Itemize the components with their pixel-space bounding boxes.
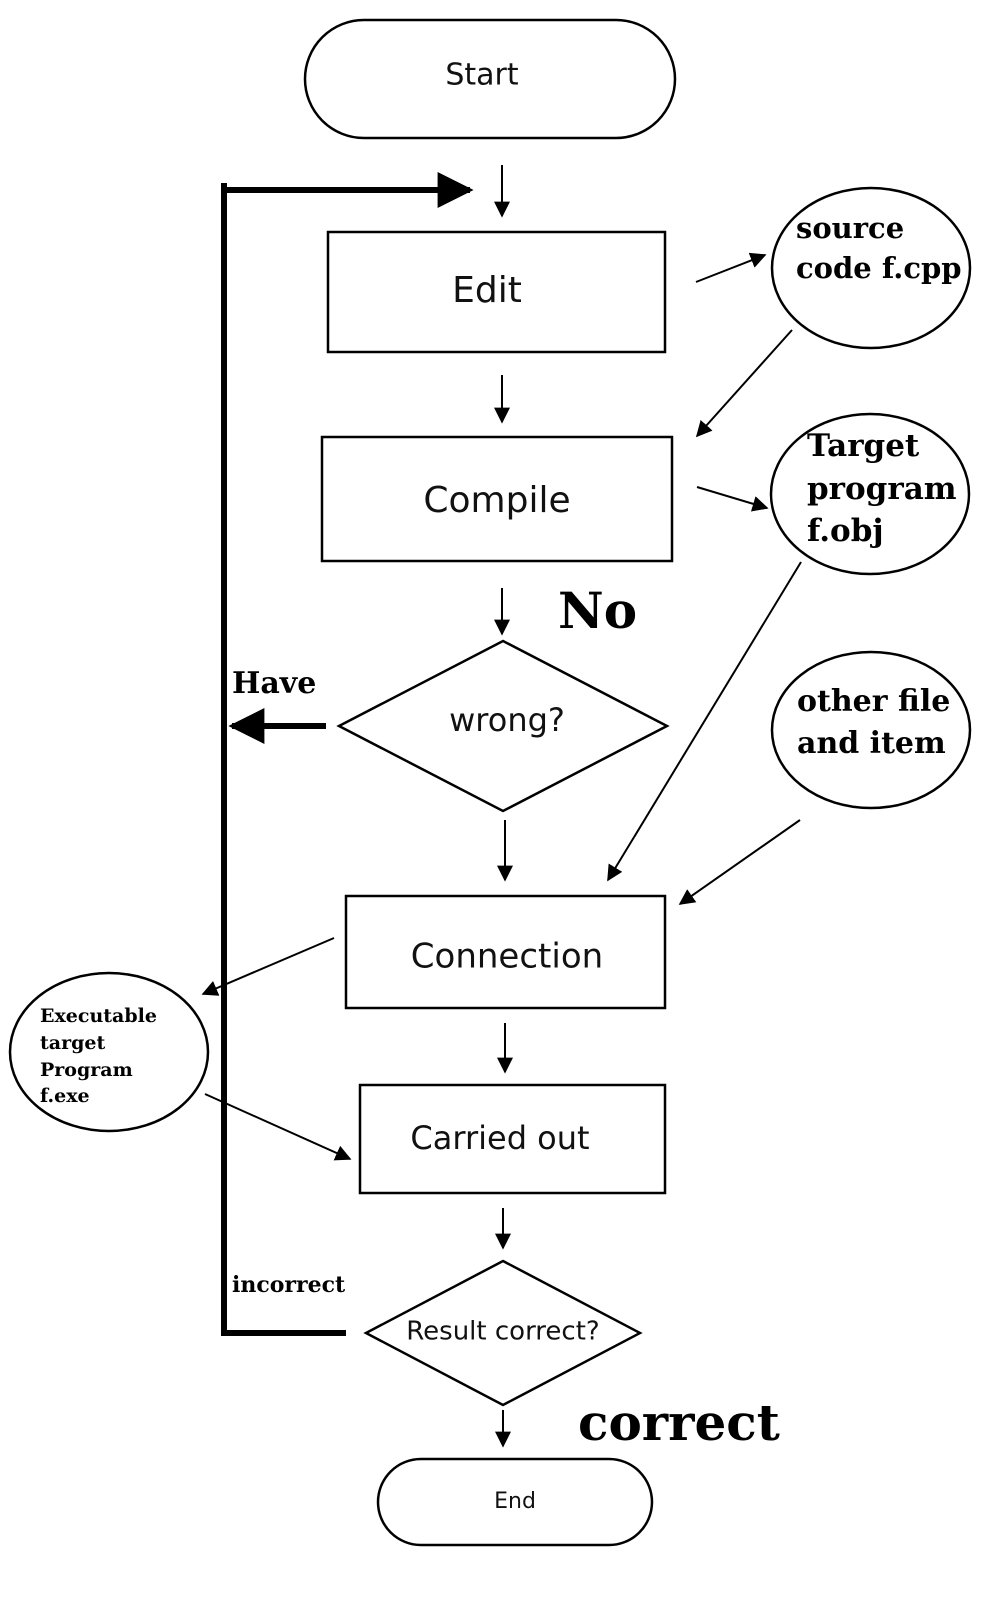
result-label: Result correct? [406, 1317, 599, 1347]
target-line-2: program [807, 471, 957, 507]
arrow-compile-to-target [696, 486, 769, 512]
label-correct: correct [578, 1393, 780, 1452]
target-program-text: Target program f.obj [807, 428, 967, 549]
target-line-1: Target [807, 428, 920, 464]
label-incorrect: incorrect [232, 1272, 346, 1298]
end-label: End [494, 1489, 536, 1514]
executable-file: Executable target Program f.exe [8, 971, 210, 1133]
wrong-decision: wrong? [336, 639, 670, 813]
target-program-file: Target program f.obj [769, 412, 971, 576]
carried-out-label: Carried out [410, 1119, 589, 1157]
label-no: No [558, 581, 637, 640]
wrong-label: wrong? [449, 701, 565, 739]
connection-node: Connection [344, 894, 667, 1010]
other-file-item: other file and item [770, 650, 972, 810]
arrow-other-to-connection [678, 819, 801, 905]
source-code-file: source code f.cpp [770, 186, 972, 350]
edit-node: Edit [326, 230, 667, 354]
connection-label: Connection [411, 937, 603, 977]
exe-line-2: target [40, 1032, 105, 1054]
label-have: Have [232, 666, 316, 701]
source-code-text: source code f.cpp [796, 211, 962, 285]
compile-label: Compile [423, 480, 570, 521]
carried-out-node: Carried out [358, 1083, 667, 1195]
exe-line-1: Executable [40, 1005, 157, 1027]
arrow-edit-to-source [695, 252, 767, 283]
other-line-2: and item [797, 726, 946, 761]
source-line-1: source [796, 211, 904, 245]
source-line-2: code f.cpp [796, 251, 962, 285]
result-decision: Result correct? [363, 1259, 643, 1407]
start-node: Start [303, 18, 677, 140]
exe-line-4: f.exe [40, 1085, 90, 1107]
compile-node: Compile [320, 435, 674, 563]
target-line-3: f.obj [807, 513, 884, 549]
executable-text: Executable target Program f.exe [40, 1005, 164, 1107]
other-file-text: other file and item [797, 684, 961, 761]
arrow-executable-to-carried-out [204, 1093, 352, 1161]
start-label: Start [445, 58, 519, 93]
other-line-1: other file [797, 684, 950, 719]
arrow-source-to-compile [695, 329, 793, 438]
exe-line-3: Program [40, 1059, 133, 1081]
end-node: End [376, 1457, 654, 1547]
arrow-target-to-connection [607, 561, 802, 882]
edit-label: Edit [452, 270, 522, 311]
